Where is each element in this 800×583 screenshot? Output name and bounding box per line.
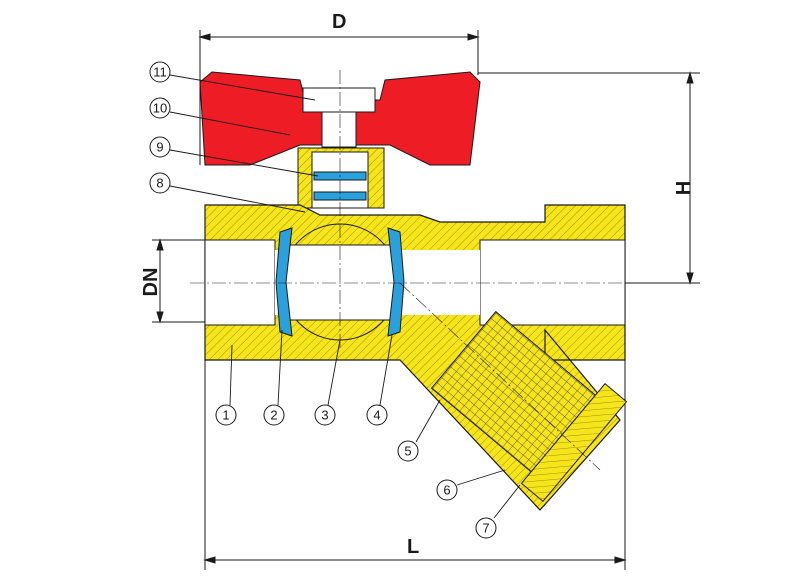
callout-11: 11 <box>149 61 171 83</box>
callout-label: 10 <box>153 101 167 116</box>
callout-9: 9 <box>149 136 171 158</box>
callout-markers: 11 10 9 8 1 2 3 4 5 6 7 <box>149 61 497 539</box>
dimension-l-label: L <box>407 536 419 558</box>
callout-label: 6 <box>443 483 450 498</box>
stem <box>321 111 357 148</box>
callout-10: 10 <box>149 97 171 119</box>
callout-label: 3 <box>321 408 328 423</box>
callout-label: 8 <box>156 176 163 191</box>
dimension-h <box>478 71 700 285</box>
dimension-d <box>198 30 480 165</box>
callout-label: 1 <box>222 408 229 423</box>
nut <box>302 87 376 113</box>
seat-right <box>387 227 405 337</box>
callout-7: 7 <box>475 517 497 539</box>
seat-left <box>275 227 293 337</box>
callout-label: 9 <box>156 140 163 155</box>
callout-label: 2 <box>270 408 277 423</box>
strainer-cap <box>520 383 628 502</box>
outlet-bore <box>479 239 626 326</box>
callout-8: 8 <box>149 172 171 194</box>
callout-1: 1 <box>215 404 237 426</box>
dimension-h-label: H <box>673 181 695 195</box>
callout-label: 4 <box>373 408 380 423</box>
callout-4: 4 <box>366 404 388 426</box>
inlet-bore <box>204 239 276 326</box>
callout-label: 7 <box>482 521 489 536</box>
centerlines <box>190 70 700 471</box>
callout-6: 6 <box>436 479 458 501</box>
callout-3: 3 <box>314 404 336 426</box>
dimension-l <box>203 360 627 570</box>
callout-2: 2 <box>263 404 285 426</box>
callout-5: 5 <box>397 440 419 462</box>
callout-label: 5 <box>404 444 411 459</box>
dimension-dn-label: DN <box>140 268 162 297</box>
callout-label: 11 <box>153 65 167 80</box>
leader-lines <box>169 74 521 519</box>
dimension-d-label: D <box>332 11 346 33</box>
